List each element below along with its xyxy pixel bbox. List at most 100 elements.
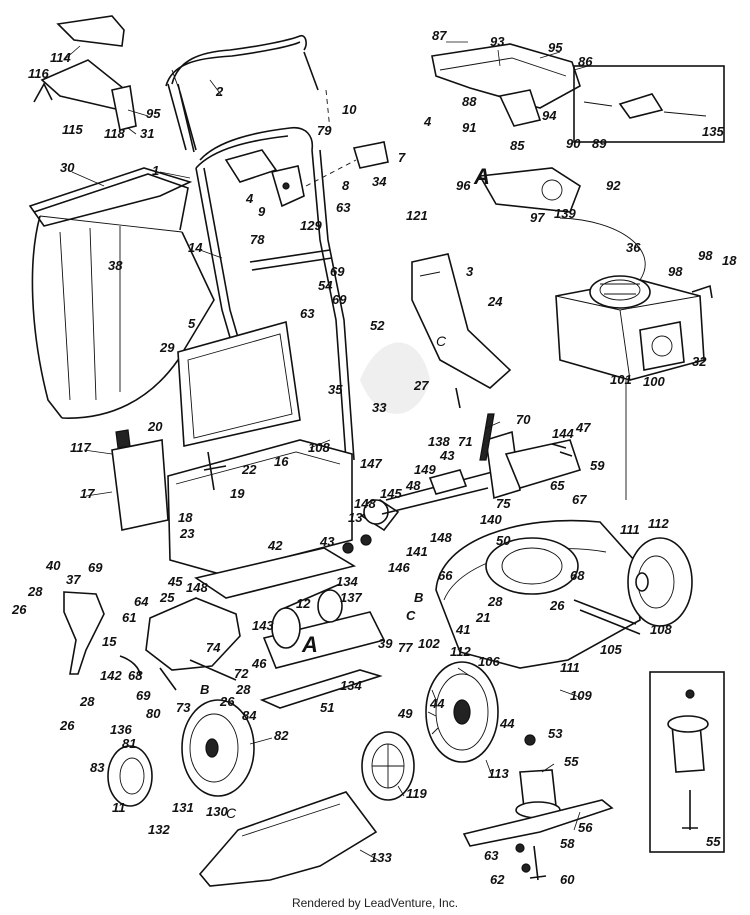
part-callout-17: 17: [80, 486, 95, 501]
part-callout-28: 28: [235, 682, 251, 697]
mower-deck: [435, 519, 641, 669]
part-callout-45: 45: [167, 574, 183, 589]
part-callout-82: 82: [274, 728, 289, 743]
part-callout-116: 116: [28, 66, 49, 81]
part-callout-46: 46: [251, 656, 267, 671]
part-callout-98: 98: [668, 264, 683, 279]
part-callout-55: 55: [706, 834, 721, 849]
grass-bag: [31, 173, 215, 419]
part-callout-47: 47: [575, 420, 591, 435]
part-callout-92: 92: [606, 178, 621, 193]
part-callout-139: 139: [554, 206, 576, 221]
part-callout-78: 78: [250, 232, 265, 247]
part-callout-146: 146: [388, 560, 410, 575]
part-callout-143: 143: [252, 618, 274, 633]
part-callout-73: 73: [176, 700, 191, 715]
front-right-wheel: [627, 537, 693, 627]
part-callout-3: 3: [466, 264, 474, 279]
blade-adapter: [515, 734, 561, 819]
part-callout-85: 85: [510, 138, 525, 153]
part-callout-149: 149: [414, 462, 436, 477]
part-callout-2: 2: [215, 84, 224, 99]
part-callout-13: 13: [348, 510, 363, 525]
part-callout-90: 90: [566, 136, 581, 151]
part-callout-35: 35: [328, 382, 343, 397]
part-callout-70: 70: [516, 412, 531, 427]
part-callout-134: 134: [340, 678, 362, 693]
part-callout-115: 115: [62, 122, 83, 137]
part-callout-27: 27: [413, 378, 429, 393]
part-callout-63: 63: [300, 306, 315, 321]
hub-cap-left: [107, 745, 153, 807]
part-callout-16: 16: [274, 454, 289, 469]
part-callout-79: 79: [317, 123, 332, 138]
part-callout-63: 63: [336, 200, 351, 215]
part-callout-29: 29: [159, 340, 175, 355]
part-callout-38: 38: [108, 258, 123, 273]
part-callout-131: 131: [172, 800, 194, 815]
part-callout-21: 21: [475, 610, 490, 625]
part-callout-94: 94: [542, 108, 557, 123]
part-callout-67: 67: [572, 492, 587, 507]
part-callout-62: 62: [490, 872, 505, 887]
part-callout-19: 19: [230, 486, 245, 501]
part-callout-111: 111: [620, 522, 640, 537]
part-callout-142: 142: [100, 668, 122, 683]
part-callout-81: 81: [122, 736, 136, 751]
part-callout-20: 20: [147, 419, 163, 434]
rear-axle: [271, 534, 372, 649]
part-callout-106: 106: [478, 654, 500, 669]
part-callout-95: 95: [146, 106, 161, 121]
part-callout-95: 95: [548, 40, 563, 55]
part-callout-109: 109: [570, 688, 592, 703]
part-callout-108: 108: [650, 622, 672, 637]
part-callout-26: 26: [11, 602, 27, 617]
blade: [462, 799, 614, 847]
engine-shroud: [431, 43, 581, 213]
part-callout-36: 36: [626, 240, 641, 255]
part-callout-24: 24: [487, 294, 503, 309]
part-callout-93: 93: [490, 34, 505, 49]
part-callout-88: 88: [462, 94, 477, 109]
part-callout-75: 75: [496, 496, 511, 511]
part-callout-101: 101: [610, 372, 632, 387]
throttle-inset: [573, 65, 725, 143]
part-callout-31: 31: [140, 126, 154, 141]
part-callout-37: 37: [66, 572, 81, 587]
part-callout-148: 148: [354, 496, 376, 511]
part-callout-138: 138: [428, 434, 450, 449]
part-callout-26: 26: [219, 694, 235, 709]
part-callout-71: 71: [458, 434, 472, 449]
part-callout-135: 135: [702, 124, 724, 139]
part-callout-5: 5: [188, 316, 196, 331]
part-callout-69: 69: [332, 292, 347, 307]
part-callout-105: 105: [600, 642, 622, 657]
part-callout-10: 10: [342, 102, 357, 117]
adapter-inset: [649, 671, 725, 853]
part-callout-55: 55: [564, 754, 579, 769]
reference-letter-c: C: [436, 333, 447, 349]
part-callout-54: 54: [318, 278, 333, 293]
credit-line: Rendered by LeadVenture, Inc.: [291, 896, 459, 910]
part-callout-117: 117: [70, 440, 91, 455]
part-callout-68: 68: [128, 668, 143, 683]
part-callout-64: 64: [134, 594, 149, 609]
part-callout-11: 11: [112, 800, 126, 815]
part-callout-87: 87: [432, 28, 447, 43]
part-callout-102: 102: [418, 636, 440, 651]
rear-skirt: [198, 791, 378, 887]
part-callout-145: 145: [380, 486, 402, 501]
reference-letter-c: C: [226, 805, 237, 821]
part-callout-118: 118: [104, 126, 125, 141]
part-callout-18: 18: [722, 253, 737, 268]
part-callout-18: 18: [178, 510, 193, 525]
part-callout-7: 7: [398, 150, 406, 165]
part-callout-148: 148: [186, 580, 208, 595]
reference-letter-A: A: [301, 632, 318, 657]
part-callout-1: 1: [152, 163, 159, 178]
part-callout-30: 30: [60, 160, 75, 175]
part-callout-132: 132: [148, 822, 170, 837]
part-callout-32: 32: [692, 354, 707, 369]
part-callout-B: B: [414, 590, 423, 605]
